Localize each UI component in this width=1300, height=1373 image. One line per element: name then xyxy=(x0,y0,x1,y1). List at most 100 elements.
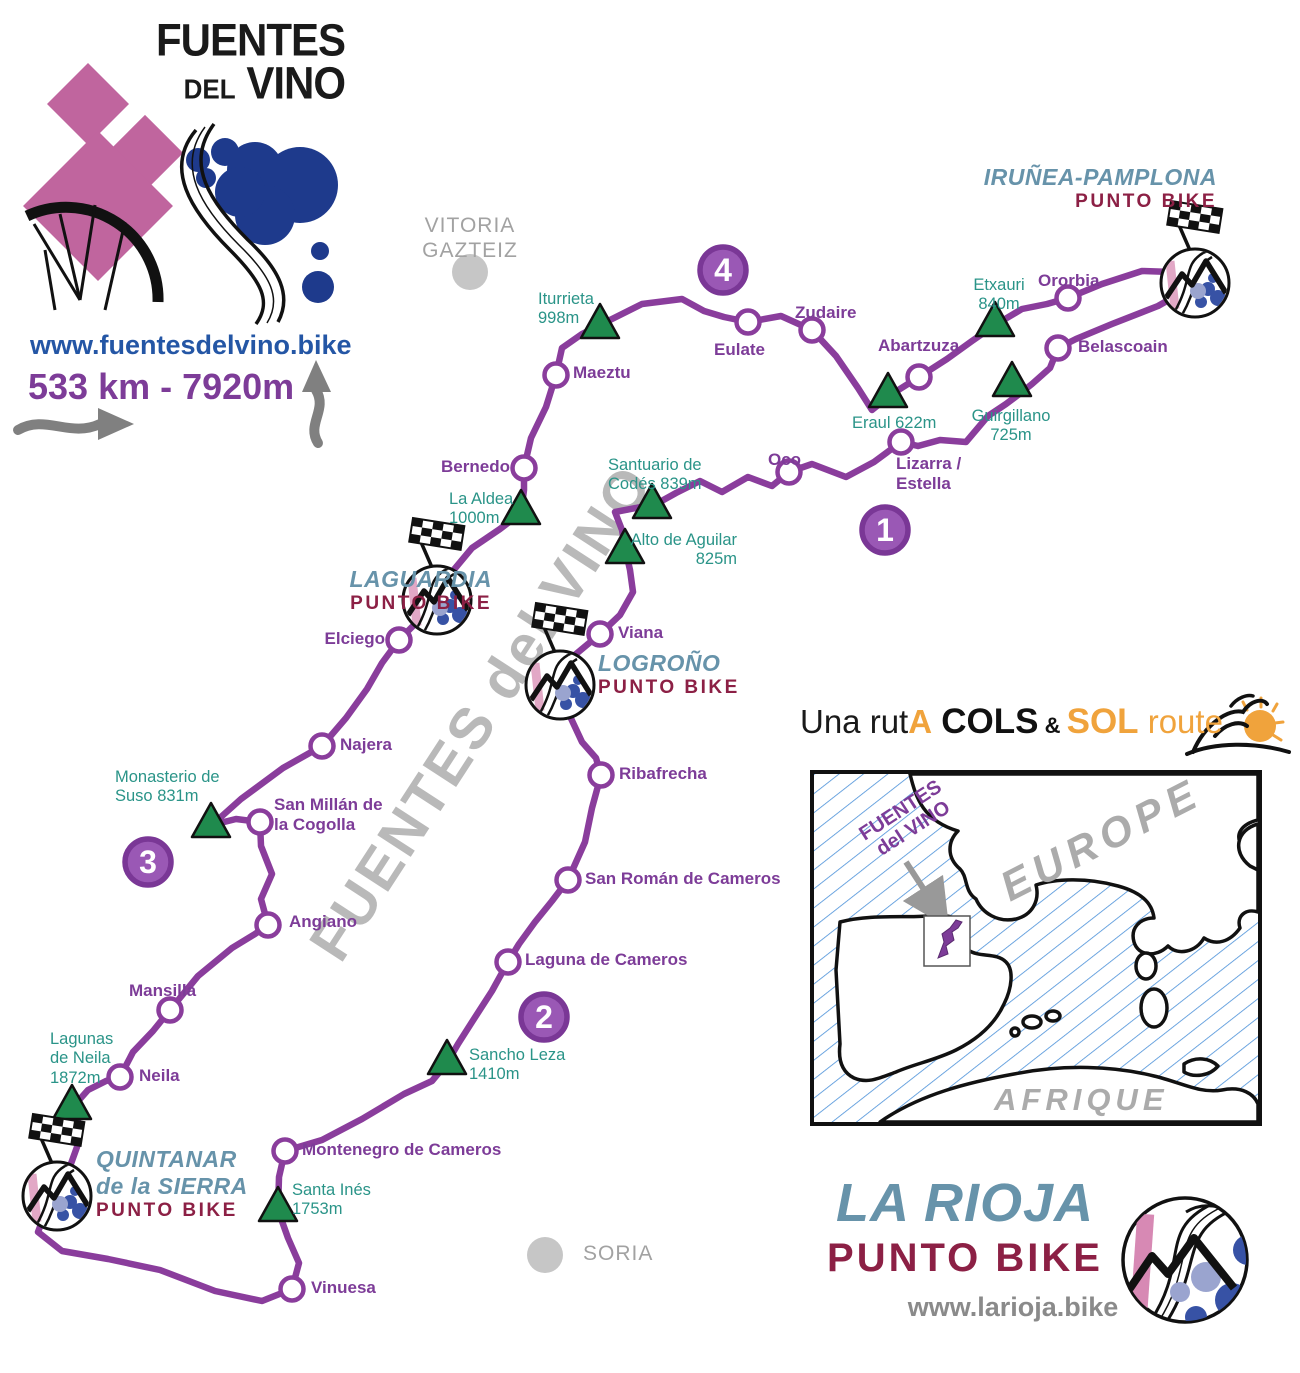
label-zudaire: Zudaire xyxy=(795,303,857,322)
label-soria: SORIA xyxy=(583,1242,654,1265)
marker-bernedo xyxy=(510,454,538,482)
marker-elciego xyxy=(385,626,413,654)
route-distance-elevation: 533 km - 7920m xyxy=(28,366,295,407)
label-eulate: Eulate xyxy=(714,340,766,359)
fuentesdelvino-link[interactable]: www.fuentesdelvino.bike xyxy=(30,330,352,360)
tagline-seg-amp: & xyxy=(1038,713,1067,738)
brand-logo-art xyxy=(23,62,338,326)
stage-badge-4: 4 xyxy=(697,244,749,296)
direction-arrow-right-icon xyxy=(13,408,134,440)
station-logo-quintanar xyxy=(23,1114,92,1230)
tagline-cols-sol: Una rutA COLS & SOL route xyxy=(800,702,1223,742)
marker-layer: 1 2 3 4 xyxy=(51,244,1082,1303)
label-neila: Neila xyxy=(139,1066,180,1085)
marker-san-roman xyxy=(554,866,582,894)
label-ororbia: Ororbia xyxy=(1038,271,1100,290)
brand-title-del: DEL xyxy=(183,72,236,106)
inset-canvas: EUROPE AFRIQUE FUENTES del VINO xyxy=(814,769,1260,1124)
inset-route-shape xyxy=(937,919,963,959)
marker-alto-aguilar xyxy=(604,527,646,565)
marker-etxauri xyxy=(974,300,1016,338)
marker-angiano xyxy=(254,911,282,939)
tagline-seg-orangebold: SOL xyxy=(1066,702,1139,741)
land-africa xyxy=(878,1065,1260,1124)
label-viana: Viana xyxy=(618,623,664,642)
label-abartzuza: Abartzuza xyxy=(878,336,960,355)
marker-oco xyxy=(775,458,803,486)
marker-san-millan xyxy=(246,808,274,836)
marker-iturrieta xyxy=(579,302,621,340)
marker-soria xyxy=(527,1237,563,1273)
la-rioja-title: LA RIOJA xyxy=(835,1173,1094,1233)
island-sardinia xyxy=(1139,987,1169,1029)
tagline-seg-orangecaps: A xyxy=(908,703,933,740)
marker-montenegro xyxy=(271,1137,299,1165)
stage-badge-2: 2 xyxy=(518,991,570,1043)
inset-pointer-arrow xyxy=(902,860,950,929)
marker-ororbia xyxy=(1054,284,1082,312)
svg-text:4: 4 xyxy=(714,252,732,288)
marker-lagunas-neila xyxy=(51,1083,93,1121)
marker-mansilla xyxy=(156,996,184,1024)
label-san-roman: San Román de Cameros xyxy=(585,869,781,888)
tagline-seg-orange: route xyxy=(1138,703,1223,740)
brand-title: FUENTES DEL VINO xyxy=(150,17,346,106)
svg-text:3: 3 xyxy=(139,844,157,880)
land-balkans xyxy=(1236,822,1260,872)
label-laguna-cameros: Laguna de Cameros xyxy=(525,950,688,969)
la-rioja-logo-icon xyxy=(1121,1196,1249,1324)
route-path xyxy=(34,267,1199,1305)
svg-text:2: 2 xyxy=(535,999,553,1035)
marker-zudaire xyxy=(798,316,826,344)
island-corsica xyxy=(1134,951,1158,981)
marker-najera xyxy=(308,732,336,760)
marker-la-aldea xyxy=(500,488,542,526)
island-ibiza xyxy=(1009,1026,1021,1038)
land-europe xyxy=(908,772,1260,956)
marker-ribafrecha xyxy=(587,761,615,789)
larioja-link[interactable]: www.larioja.bike xyxy=(907,1292,1119,1322)
island-menorca xyxy=(1044,1009,1062,1023)
marker-santuario-codes xyxy=(631,482,673,520)
tagline-seg-bold: COLS xyxy=(941,702,1039,741)
label-ribafrecha: Ribafrecha xyxy=(619,764,707,783)
blue-blob-cluster xyxy=(186,138,338,303)
marker-santa-ines xyxy=(257,1185,299,1223)
cyclist-sun-icon xyxy=(1185,693,1291,756)
label-oco: Oco xyxy=(768,450,802,469)
marker-viana xyxy=(586,620,614,648)
stage-badge-1: 1 xyxy=(859,504,911,556)
marker-eulate xyxy=(734,308,762,336)
marker-abartzuza xyxy=(905,363,933,391)
la-rioja-subtitle: PUNTO BIKE xyxy=(827,1236,1103,1280)
label-lizarra: Lizarra /Estella xyxy=(896,454,962,494)
label-elciego: Elciego xyxy=(324,629,385,648)
marker-belascoain xyxy=(1044,334,1072,362)
label-bernedo: Bernedo xyxy=(441,457,510,476)
island-sicily xyxy=(1182,1057,1220,1078)
marker-vitoria xyxy=(452,254,488,290)
brand-title-vino: VINO xyxy=(246,57,346,109)
winding-road-icon xyxy=(179,122,286,326)
elevation-arrow-up-icon xyxy=(302,360,331,448)
label-vinuesa: Vinuesa xyxy=(311,1278,376,1297)
marker-maeztu xyxy=(542,361,570,389)
tagline-seg-plain: Una rut xyxy=(800,703,909,740)
marker-vinuesa xyxy=(278,1275,306,1303)
label-angiano: Angiano xyxy=(289,912,357,931)
